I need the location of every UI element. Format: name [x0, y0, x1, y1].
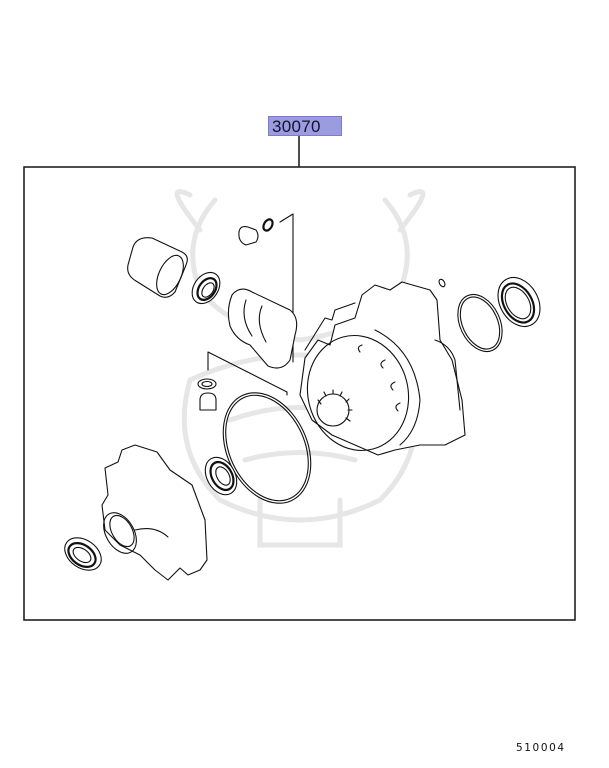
assembly-frame: [23, 166, 576, 621]
plug-bolt-upper: [238, 226, 259, 246]
oil-seal-small-left: [191, 271, 221, 305]
oil-seal-center: [204, 456, 238, 496]
transfer-case-housing: [101, 444, 208, 581]
washer-lower: [197, 378, 217, 390]
small-ring-marker: [438, 278, 446, 288]
differential-case-cover: [299, 281, 466, 456]
oil-seal-lower-left: [64, 537, 102, 571]
o-ring-right: [457, 293, 503, 353]
oil-seal-right: [497, 277, 541, 327]
plug-bolt-lower: [199, 392, 217, 411]
diagram-id: 510004: [516, 742, 566, 754]
bracket-lower: [207, 351, 288, 396]
assembly-part-number-label[interactable]: 30070: [268, 116, 342, 136]
pinion-flange-shaft: [227, 288, 298, 369]
dust-cover-sleeve: [127, 237, 188, 298]
washer-upper: [262, 218, 274, 232]
